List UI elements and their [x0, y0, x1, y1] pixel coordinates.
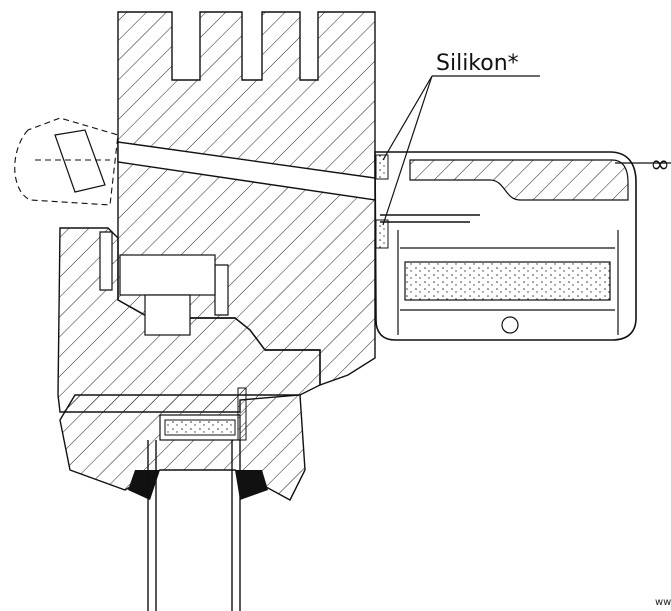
infinity-symbol: ∞: [650, 150, 670, 178]
hardware-slot: [119, 254, 216, 296]
hidden-profile-outline: [14, 117, 119, 206]
seal-left: [99, 231, 113, 291]
silicone-joint-bottom: [375, 219, 389, 249]
leader-to-bottom: [382, 75, 433, 226]
spacer-pattern: [164, 419, 236, 436]
center-clip: [501, 316, 519, 334]
mesh-strip: [237, 387, 247, 441]
hidden-profile-part: [54, 129, 106, 193]
silicone-joint-top: [375, 154, 389, 180]
footer-fragment: ww: [655, 597, 671, 608]
hardware-slot-inner: [144, 294, 191, 336]
seal-inner: [214, 264, 229, 316]
silikon-label: Silikon*: [436, 51, 519, 76]
cover-top-hatch: [409, 159, 629, 201]
cover-insulation: [404, 261, 611, 301]
gasket-left: [128, 470, 160, 500]
gasket-right: [235, 470, 268, 500]
inner-frame-profile: [59, 394, 306, 501]
leader-to-top: [382, 75, 433, 161]
